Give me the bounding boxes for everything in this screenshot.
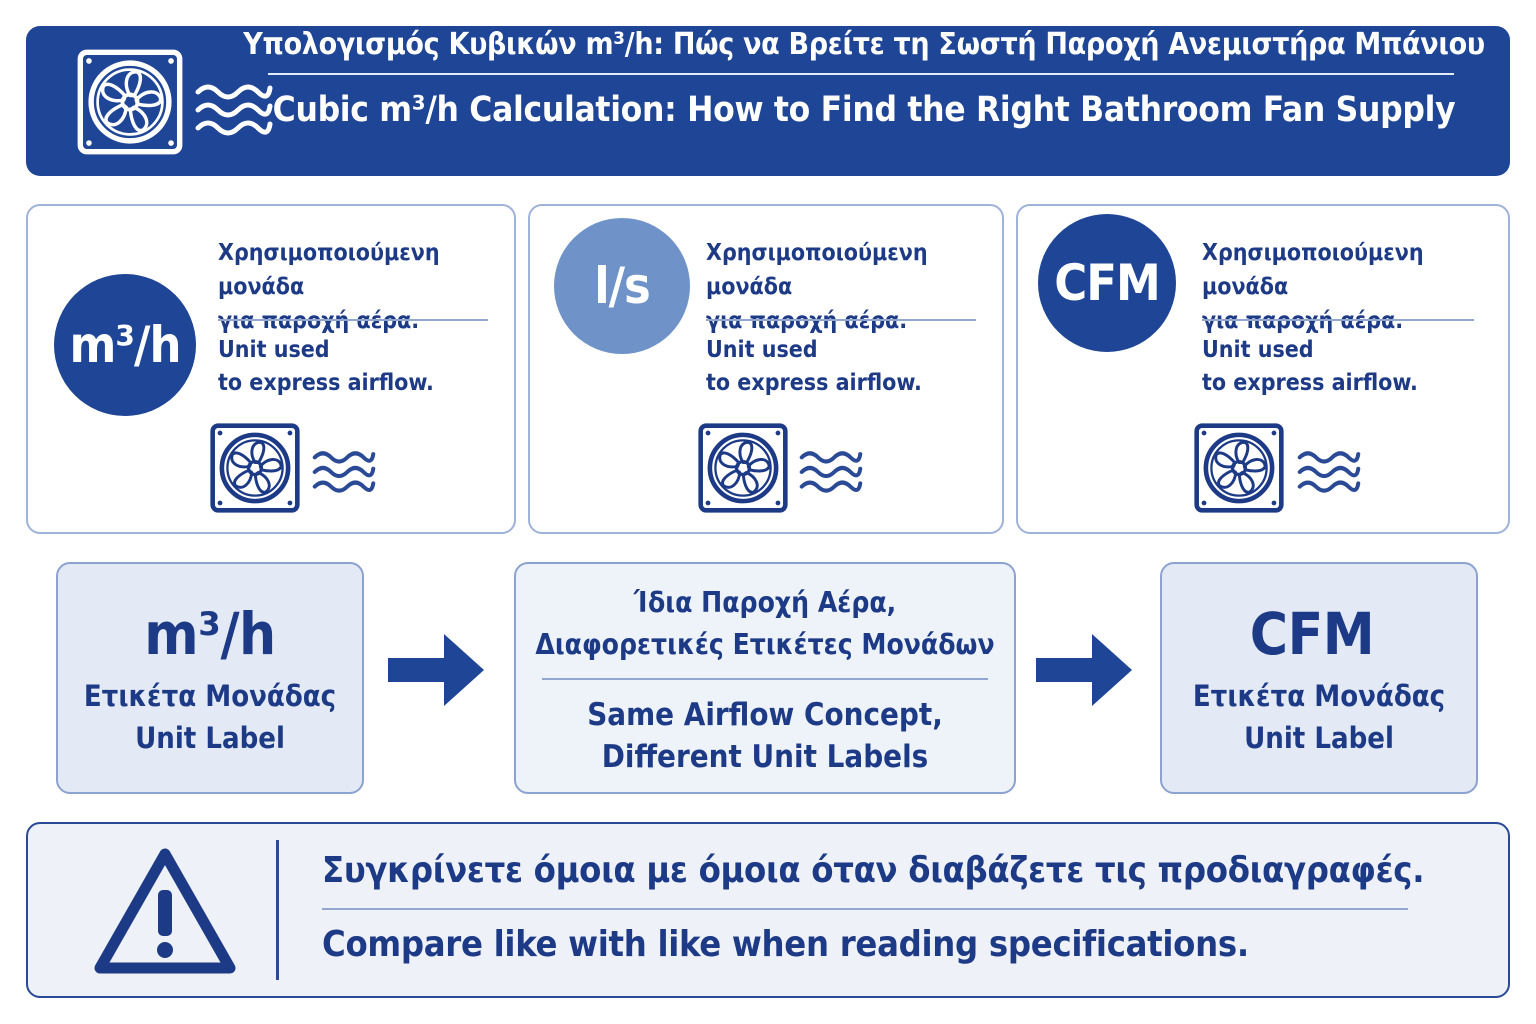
header-divider — [268, 73, 1454, 75]
note-text-greek: Συγκρίνετε όμοια με όμοια όταν διαβάζετε… — [322, 850, 1425, 891]
note-rule — [322, 908, 1408, 910]
note-divider — [276, 840, 279, 980]
card-description-english-line: Unit used — [1202, 337, 1314, 363]
card-description-english: Unit used to express airflow. — [706, 334, 996, 400]
card-divider — [218, 319, 488, 321]
arrow-right-icon — [1036, 634, 1132, 706]
fan-icon — [208, 422, 302, 514]
card-divider — [706, 319, 976, 321]
arrow-right-icon — [388, 634, 484, 706]
bathroom-fan-icon — [74, 48, 186, 156]
unit-card-ls: l/s Χρησιμοποιούμενη μονάδα για παροχή α… — [528, 204, 1004, 534]
card-description-english-line: Unit used — [706, 337, 818, 363]
flow-unit-caption-greek: Ετικέτα Μονάδας — [83, 679, 337, 713]
card-description-english-line: to express airflow. — [1202, 370, 1418, 396]
unit-badge: m³/h — [54, 274, 196, 416]
unit-badge: l/s — [554, 218, 690, 354]
flow-concept-english-line: Same Airflow Concept, — [587, 697, 943, 733]
card-description-english-line: to express airflow. — [706, 370, 922, 396]
card-description-greek-line: Χρησιμοποιούμενη μονάδα — [1202, 240, 1424, 300]
card-divider — [1202, 319, 1474, 321]
unit-card-cfm: CFM Χρησιμοποιούμενη μονάδα για παροχή α… — [1016, 204, 1510, 534]
card-description-english: Unit used to express airflow. — [1202, 334, 1502, 400]
page-title-english: Cubic m³/h Calculation: How to Find the … — [272, 90, 1456, 130]
flow-concept-greek-line: Ίδια Παροχή Αέρα, — [633, 586, 897, 619]
card-description-greek-line: για παροχή αέρα. — [706, 308, 908, 334]
note-text-english: Compare like with like when reading spec… — [322, 924, 1249, 965]
flow-unit-label: m³/h — [144, 600, 276, 668]
flow-unit-caption-greek: Ετικέτα Μονάδας — [1192, 679, 1446, 713]
flow-unit-caption-english: Unit Label — [135, 721, 285, 755]
unit-badge-label: l/s — [594, 257, 651, 315]
card-description-greek-line: Χρησιμοποιούμενη μονάδα — [706, 240, 928, 300]
fan-icon — [696, 422, 790, 514]
flow-divider — [542, 678, 988, 680]
airflow-waves-icon — [311, 446, 377, 498]
header-banner — [26, 26, 1510, 176]
unit-badge-label: CFM — [1054, 254, 1161, 312]
flow-box-right: CFM Ετικέτα Μονάδας Unit Label — [1160, 562, 1478, 794]
airflow-waves-icon — [194, 78, 274, 142]
unit-badge-label: m³/h — [69, 316, 181, 374]
warning-icon — [94, 848, 236, 974]
card-description-greek-line: για παροχή αέρα. — [1202, 308, 1404, 334]
flow-unit-caption-english: Unit Label — [1244, 721, 1394, 755]
card-description-greek: Χρησιμοποιούμενη μονάδα για παροχή αέρα. — [1202, 236, 1502, 338]
card-description-greek-line: Χρησιμοποιούμενη μονάδα — [218, 240, 440, 300]
flow-box-center: Ίδια Παροχή Αέρα, Διαφορετικές Ετικέτες … — [514, 562, 1016, 794]
card-description-greek-line: για παροχή αέρα. — [218, 308, 420, 334]
flow-box-left: m³/h Ετικέτα Μονάδας Unit Label — [56, 562, 364, 794]
unit-card-m3h: m³/h Χρησιμοποιούμενη μονάδα για παροχή … — [26, 204, 516, 534]
airflow-waves-icon — [798, 446, 864, 498]
fan-icon — [1192, 422, 1286, 514]
flow-concept-english-line: Different Unit Labels — [601, 739, 929, 775]
airflow-waves-icon — [1296, 446, 1362, 498]
flow-concept-greek-line: Διαφορετικές Ετικέτες Μονάδων — [535, 628, 995, 661]
card-description-english-line: to express airflow. — [218, 370, 434, 396]
page-title-greek: Υπολογισμός Κυβικών m³/h: Πώς να Βρείτε … — [243, 26, 1485, 62]
unit-badge: CFM — [1038, 214, 1176, 352]
flow-unit-label: CFM — [1249, 600, 1375, 668]
card-description-greek: Χρησιμοποιούμενη μονάδα για παροχή αέρα. — [706, 236, 996, 338]
card-description-greek: Χρησιμοποιούμενη μονάδα για παροχή αέρα. — [218, 236, 508, 338]
comparison-note: Συγκρίνετε όμοια με όμοια όταν διαβάζετε… — [26, 822, 1510, 998]
card-description-english: Unit used to express airflow. — [218, 334, 508, 400]
card-description-english-line: Unit used — [218, 337, 330, 363]
